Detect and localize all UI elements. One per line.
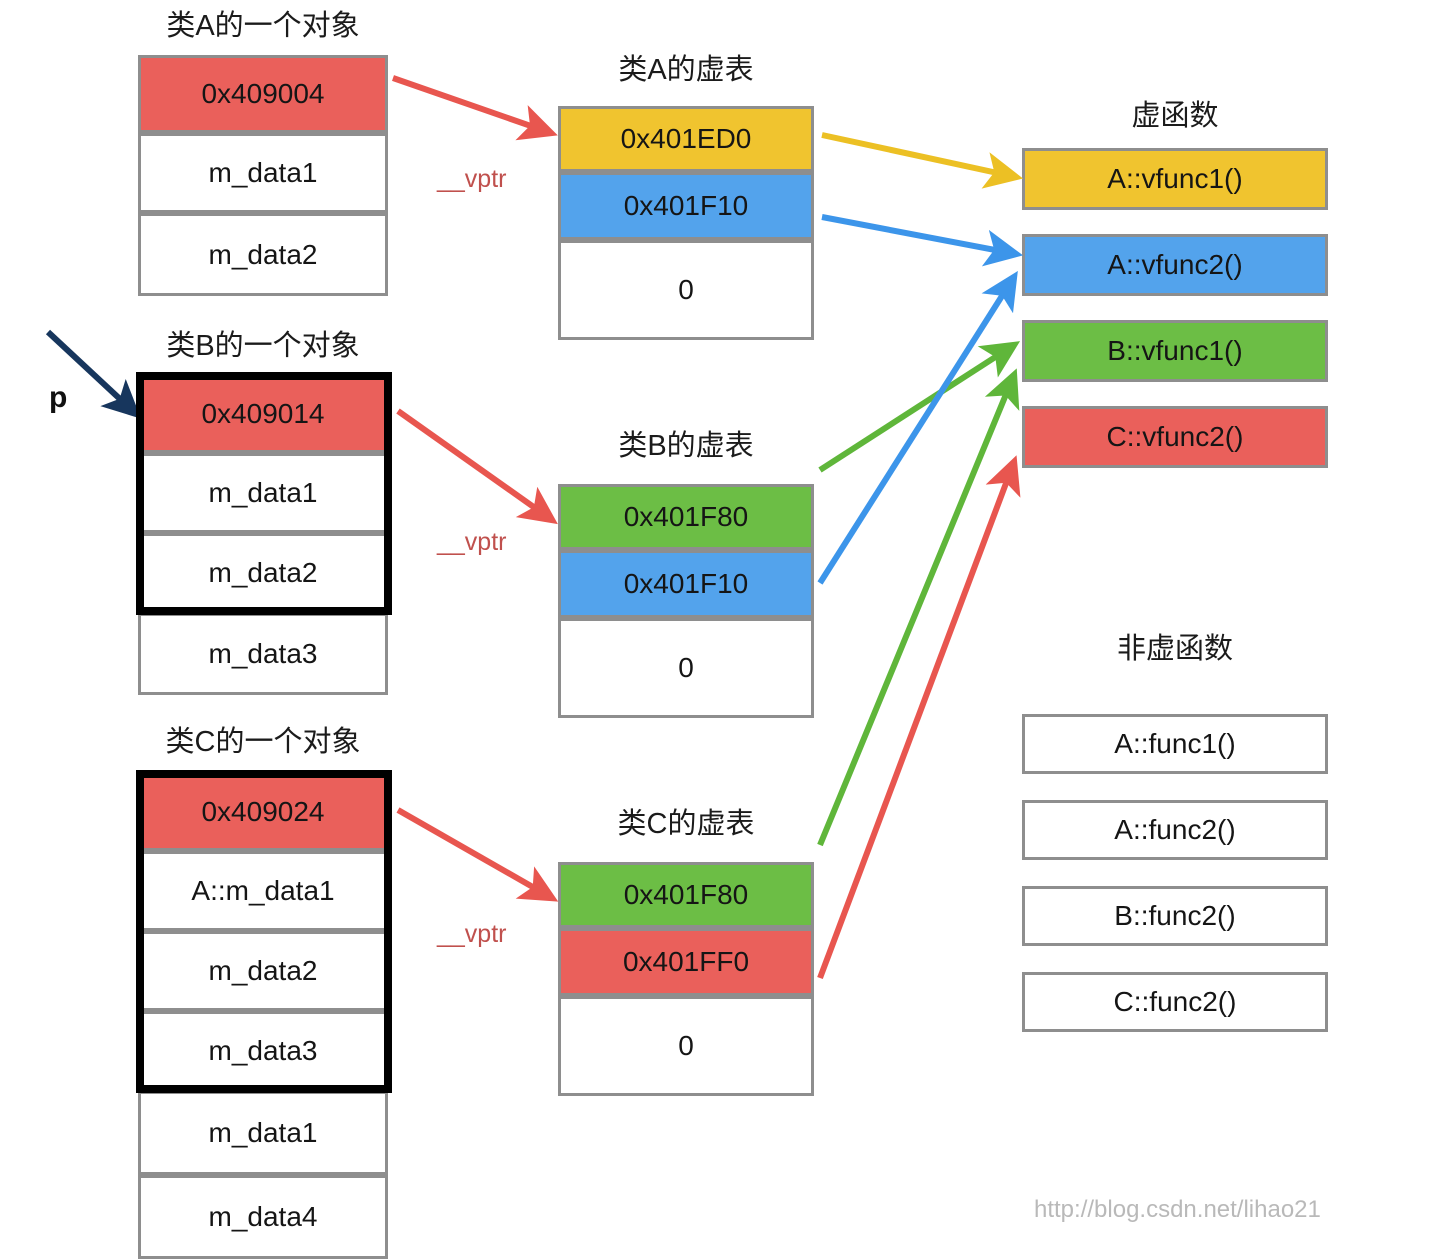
watermark-url: http://blog.csdn.net/lihao21 [1034, 1196, 1321, 1223]
arrow-object-a-vptr-to-vtable-a [392, 75, 558, 141]
caption-class-b-object: 类B的一个对象 [166, 330, 360, 362]
object-b-row-m_data3[interactable]: m_data3 [138, 613, 388, 695]
vptr-label-b: __vptr [437, 528, 507, 556]
object-c-row-m_data1[interactable]: m_data1 [138, 1091, 388, 1175]
arrow-object-c-vptr-to-vtable-c [396, 807, 559, 902]
vtable-c-slot-2-null[interactable]: 0 [558, 996, 814, 1096]
object-b-row-m_data2[interactable]: m_data2 [138, 533, 388, 613]
arrow-vtable-c-slot0-to-b-vfunc1 [817, 368, 1020, 847]
arrow-vtable-b-slot1-to-a-vfunc2 [817, 270, 1018, 585]
vptr-label-c: __vptr [437, 920, 507, 948]
vtable-b-slot-0[interactable]: 0x401F80 [558, 484, 814, 550]
object-a-row-m_data2[interactable]: m_data2 [138, 213, 388, 296]
virtual-function-b-vfunc1[interactable]: B::vfunc1() [1022, 320, 1328, 382]
arrow-vtable-a-slot1-to-a-vfunc2 [821, 214, 1024, 267]
arrow-vtable-a-slot0-to-a-vfunc1 [821, 132, 1024, 189]
vtable-a-slot-0[interactable]: 0x401ED0 [558, 106, 814, 172]
object-b-row-vptr[interactable]: 0x409014 [138, 375, 388, 453]
vtable-b-slot-1[interactable]: 0x401F10 [558, 550, 814, 618]
caption-virtual-functions: 虚函数 [1131, 100, 1219, 132]
vtable-c-slot-1[interactable]: 0x401FF0 [558, 928, 814, 996]
caption-class-c-vtable: 类C的虚表 [617, 808, 755, 840]
caption-class-a-object: 类A的一个对象 [166, 10, 360, 42]
object-c-row-vptr[interactable]: 0x409024 [138, 773, 388, 851]
caption-non-virtual-functions: 非虚函数 [1116, 633, 1233, 665]
virtual-function-c-vfunc2[interactable]: C::vfunc2() [1022, 406, 1328, 468]
virtual-function-a-vfunc1[interactable]: A::vfunc1() [1022, 148, 1328, 210]
vtable-c-slot-0[interactable]: 0x401F80 [558, 862, 814, 928]
arrow-vtable-b-slot0-to-b-vfunc1 [818, 341, 1021, 473]
vptr-label-a: __vptr [437, 165, 507, 193]
arrow-object-b-vptr-to-vtable-b [396, 408, 558, 525]
virtual-function-a-vfunc2[interactable]: A::vfunc2() [1022, 234, 1328, 296]
object-c-row-a-m_data1[interactable]: A::m_data1 [138, 851, 388, 931]
object-a-row-m_data1[interactable]: m_data1 [138, 133, 388, 213]
arrow-vtable-c-slot1-to-c-vfunc2 [817, 455, 1021, 980]
object-c-row-m_data4[interactable]: m_data4 [138, 1175, 388, 1259]
object-a-row-vptr[interactable]: 0x409004 [138, 55, 388, 133]
caption-class-c-object: 类C的一个对象 [165, 726, 361, 758]
object-b-row-m_data1[interactable]: m_data1 [138, 453, 388, 533]
caption-class-b-vtable: 类B的虚表 [618, 430, 754, 462]
vtable-a-slot-2-null[interactable]: 0 [558, 240, 814, 340]
vtable-b-slot-2-null[interactable]: 0 [558, 618, 814, 718]
non-virtual-function-a-func2[interactable]: A::func2() [1022, 800, 1328, 860]
object-c-row-m_data3[interactable]: m_data3 [138, 1011, 388, 1091]
non-virtual-function-b-func2[interactable]: B::func2() [1022, 886, 1328, 946]
pointer-p-label: p [49, 381, 68, 414]
non-virtual-function-c-func2[interactable]: C::func2() [1022, 972, 1328, 1032]
object-c-row-m_data2[interactable]: m_data2 [138, 931, 388, 1011]
vtable-a-slot-1[interactable]: 0x401F10 [558, 172, 814, 240]
non-virtual-function-a-func1[interactable]: A::func1() [1022, 714, 1328, 774]
caption-class-a-vtable: 类A的虚表 [618, 54, 754, 86]
